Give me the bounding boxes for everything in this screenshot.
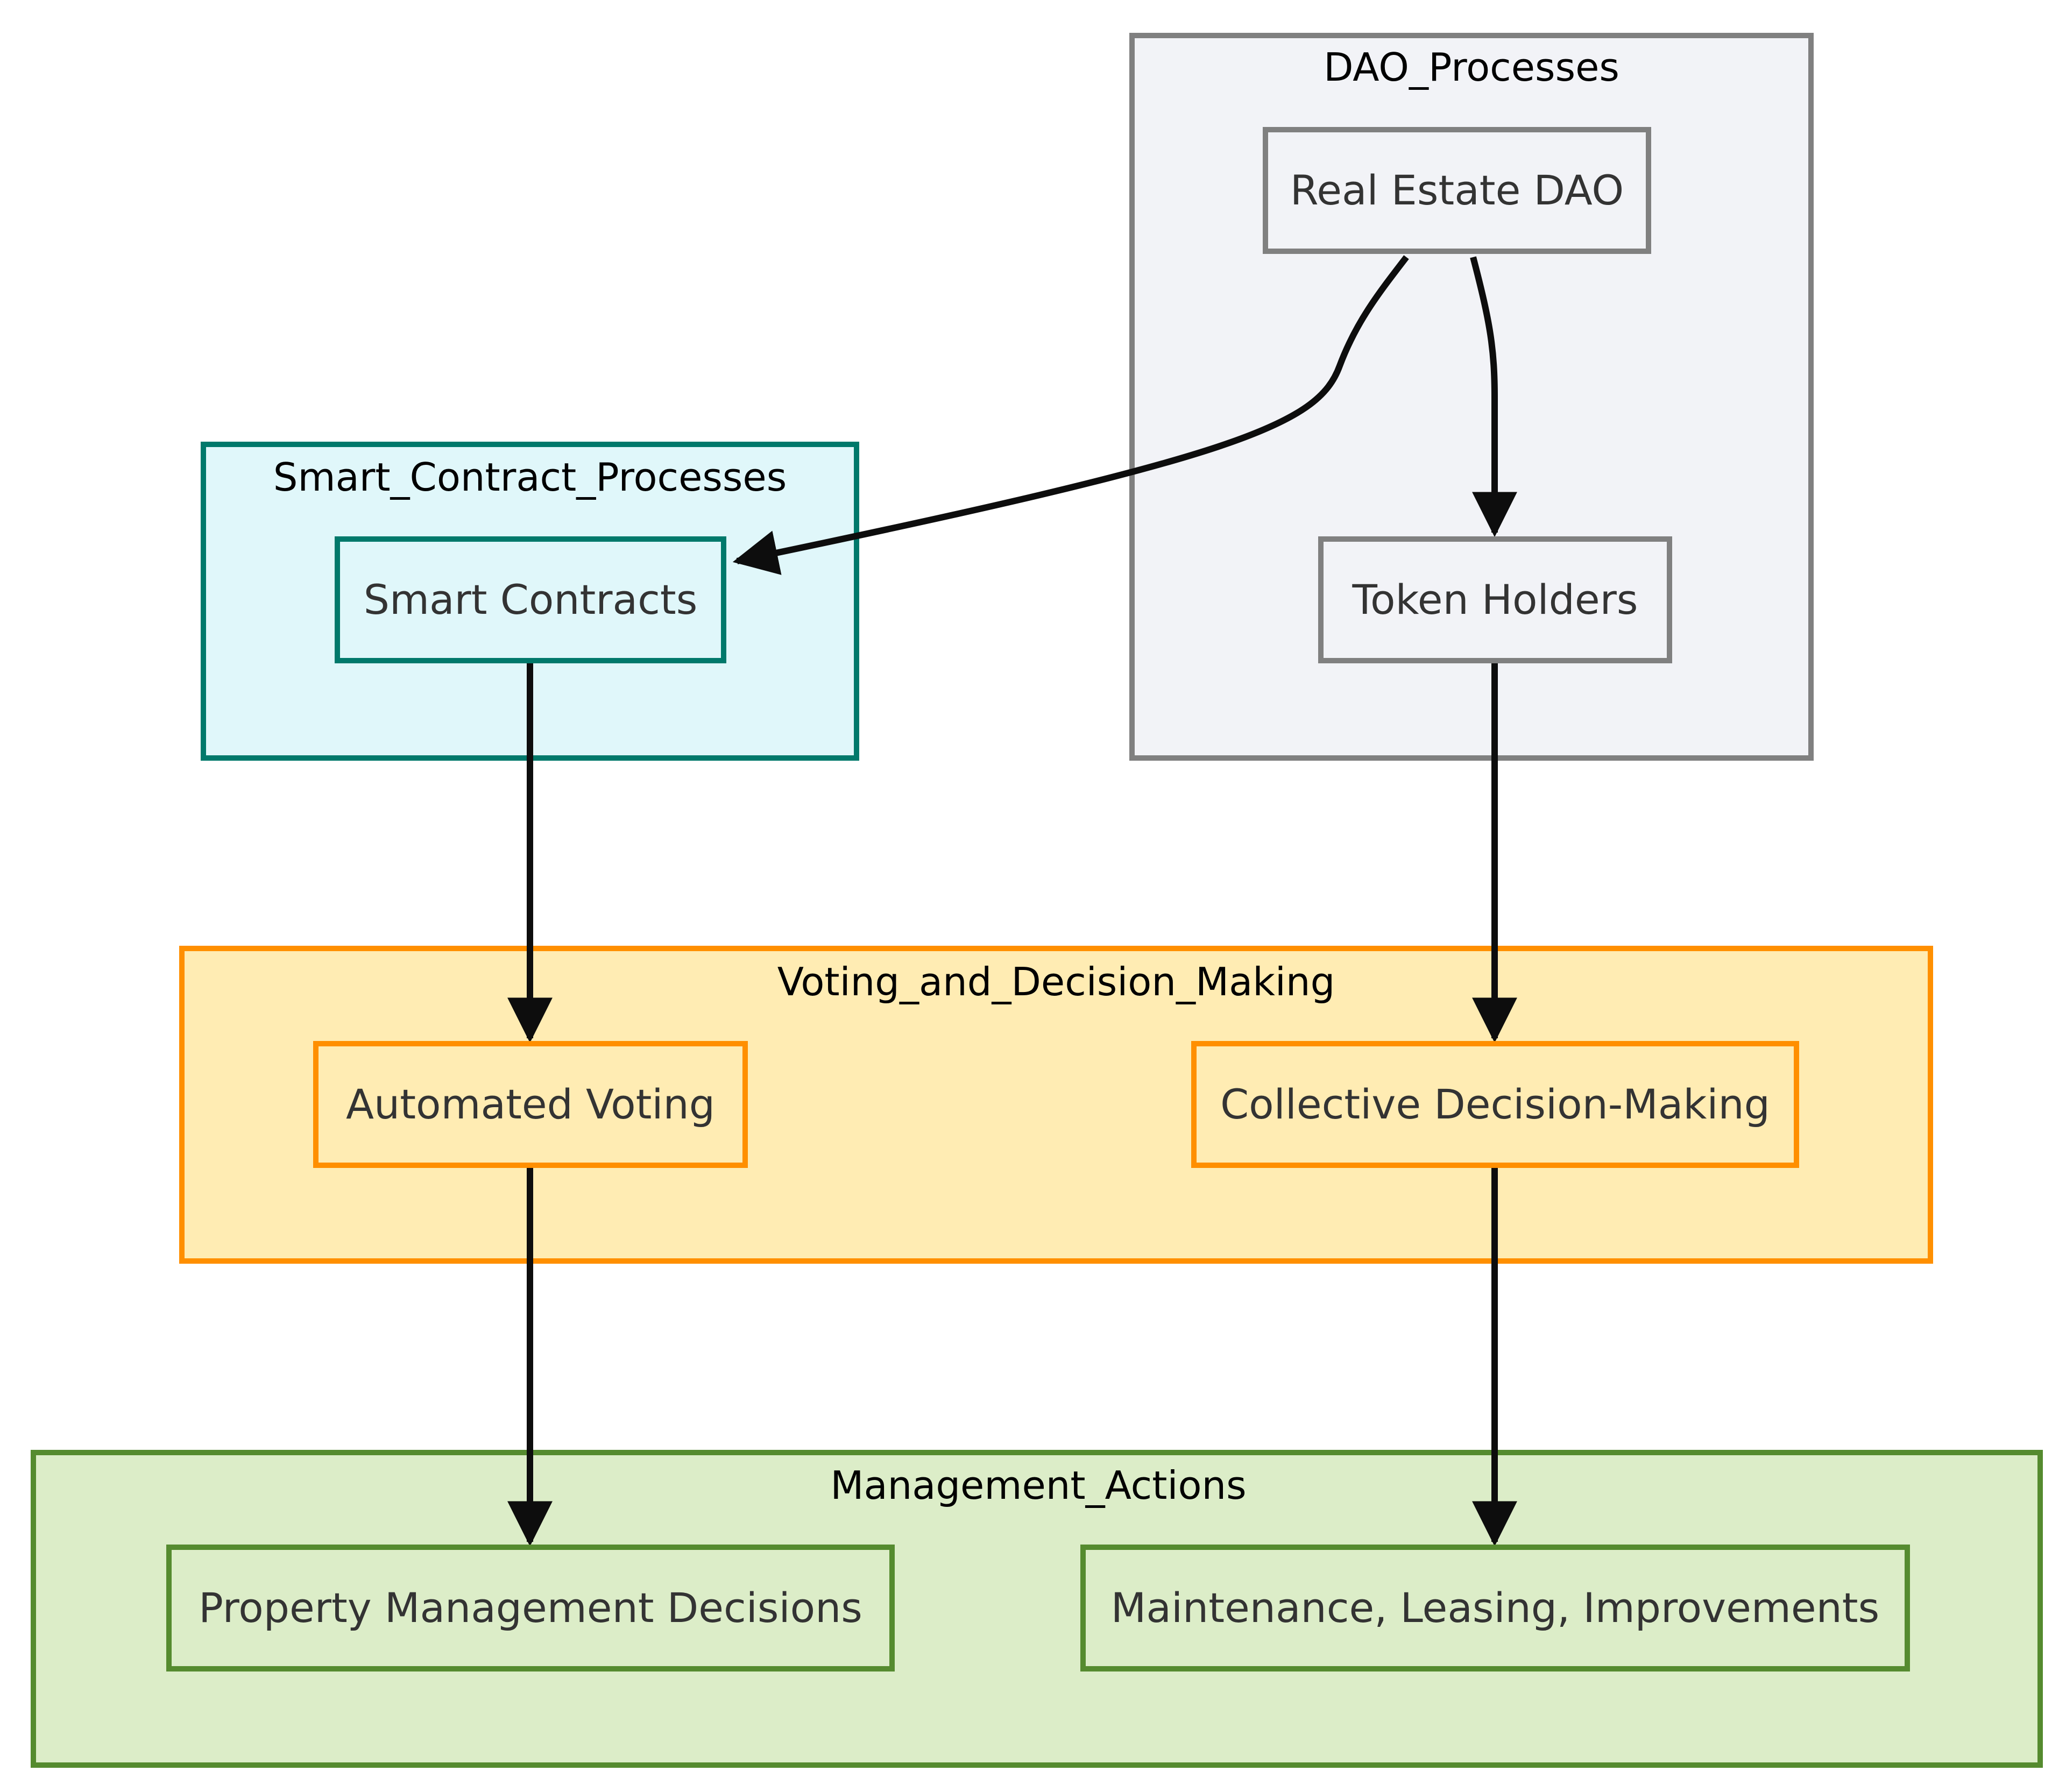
node-token-holders[interactable]: Token Holders [1318, 536, 1672, 663]
node-box [335, 536, 726, 663]
node-label: Maintenance, Leasing, Improvements [1111, 1584, 1879, 1632]
edge-dao-to-smart-contracts [732, 255, 1409, 575]
node-box [166, 1545, 895, 1671]
node-label: Collective Decision-Making [1220, 1080, 1770, 1128]
node-collective-decision-making[interactable]: Collective Decision-Making [1191, 1041, 1799, 1168]
node-real-estate-dao[interactable]: Real Estate DAO [1263, 127, 1651, 254]
cluster-label: Smart_Contract_Processes [273, 455, 787, 500]
node-label: Property Management Decisions [199, 1584, 862, 1632]
node-label: Smart Contracts [364, 576, 698, 624]
node-label: Real Estate DAO [1290, 166, 1624, 214]
node-label: Automated Voting [346, 1080, 715, 1128]
node-maintenance-leasing-improvements[interactable]: Maintenance, Leasing, Improvements [1080, 1545, 1910, 1671]
node-box [1263, 127, 1651, 254]
cluster-label: Voting_and_Decision_Making [777, 959, 1335, 1004]
node-automated-voting[interactable]: Automated Voting [313, 1041, 748, 1168]
node-box [1318, 536, 1672, 663]
edge-dao-to-token-holders [1470, 256, 1517, 537]
node-label: Token Holders [1352, 576, 1638, 624]
node-smart-contracts[interactable]: Smart Contracts [335, 536, 726, 663]
node-property-management-decisions[interactable]: Property Management Decisions [166, 1545, 895, 1671]
cluster-label: Management_Actions [830, 1463, 1246, 1508]
node-box [313, 1041, 748, 1168]
cluster-label: DAO_Processes [1324, 45, 1619, 90]
node-box [1080, 1545, 1910, 1671]
node-box [1191, 1041, 1799, 1168]
